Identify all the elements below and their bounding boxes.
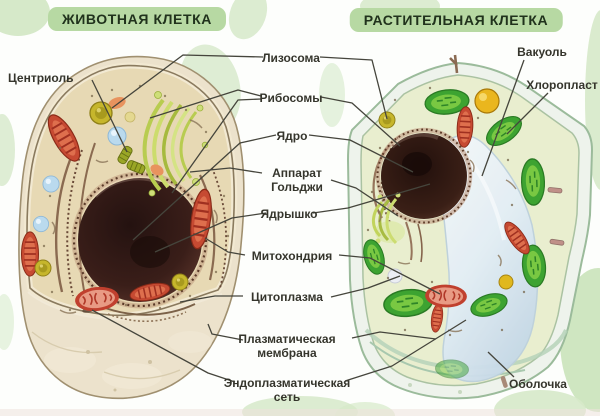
label-chloroplast: Хлоропласт — [526, 77, 598, 92]
line-ribosomes-left-1 — [149, 89, 262, 119]
line-golgi-left — [189, 167, 263, 174]
animal-vesicle-blue — [107, 126, 127, 146]
line-nucleus-left — [132, 134, 277, 241]
line-cell-wall — [487, 351, 515, 378]
label-endoplasmic-reticulum: Эндоплазматическая сеть — [223, 375, 351, 404]
label-ribosomes: Рибосомы — [259, 90, 323, 105]
line-chloroplast — [506, 92, 549, 135]
label-nucleus: Ядро — [276, 128, 308, 143]
line-lysosome-right — [319, 56, 388, 120]
label-cell-wall: Оболочка — [509, 376, 567, 391]
animal-vesicle-orange — [108, 96, 126, 110]
line-membrane-left — [207, 323, 244, 341]
label-centriole: Центриоль — [8, 70, 74, 85]
label-lysosome: Лизосома — [262, 50, 320, 65]
line-ribosomes-right — [320, 96, 401, 147]
animal-surface-bumps — [31, 331, 212, 392]
line-centriole — [91, 79, 128, 153]
plant-plasmodesmata — [449, 54, 565, 388]
line-vacuole — [481, 59, 525, 177]
animal-lysosome — [171, 273, 189, 291]
animal-cell-illustration — [18, 55, 245, 400]
line-golgi-right — [330, 179, 399, 217]
animal-ribosome-dots — [42, 84, 230, 312]
line-membrane-right — [351, 331, 437, 340]
animal-vesicle-blue — [32, 215, 50, 233]
plant-golgi — [372, 192, 405, 245]
animal-lysosome — [34, 259, 52, 277]
label-golgi: Аппарат Гольджи — [271, 165, 323, 194]
line-er-right — [344, 319, 467, 382]
animal-small-vesicle — [124, 111, 136, 123]
animal-er — [54, 142, 228, 323]
label-nucleolus: Ядрышко — [260, 206, 318, 221]
label-cytoplasm: Цитоплазма — [251, 289, 323, 304]
line-mitochondrion-right — [338, 254, 441, 295]
line-mitochondrion-left — [204, 237, 246, 256]
animal-cell-title: ЖИВОТНАЯ КЛЕТКА — [47, 7, 227, 31]
line-lysosome-left — [111, 54, 264, 109]
label-plasma-membrane: Плазматическая мембрана — [238, 331, 336, 360]
animal-er-fragments — [51, 119, 218, 314]
animal-nucleus — [71, 171, 209, 309]
animal-vesicle-blue — [42, 175, 60, 193]
label-mitochondrion: Митохондрия — [251, 248, 333, 263]
line-nucleolus-right — [312, 183, 431, 214]
animal-vesicle-orange — [150, 164, 164, 176]
line-ribosomes-left-2 — [171, 98, 262, 194]
line-nucleolus-left — [154, 212, 267, 253]
line-nucleus-right — [308, 134, 414, 173]
leader-lines — [91, 54, 549, 383]
plant-cell-illustration — [346, 54, 594, 400]
line-er-left — [91, 309, 236, 383]
plant-lysosome — [378, 111, 396, 129]
line-cytoplasm-left — [179, 295, 243, 303]
plant-cell-title: РАСТИТЕЛЬНАЯ КЛЕТКА — [349, 8, 563, 32]
plant-ribosome-dots — [366, 86, 526, 337]
label-vacuole: Вакуоль — [517, 44, 567, 59]
plant-yellow-bodies — [474, 88, 514, 290]
line-cytoplasm-right — [330, 275, 401, 298]
plant-nucleus — [375, 127, 473, 225]
